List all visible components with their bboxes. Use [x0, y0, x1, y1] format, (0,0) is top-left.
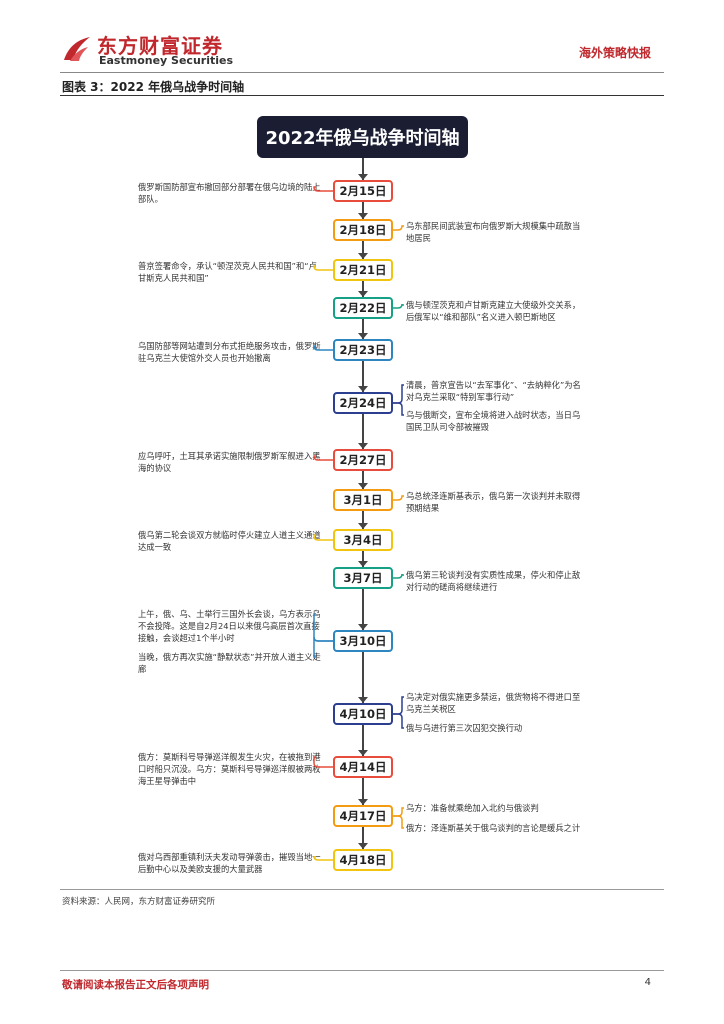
- figure-caption: 图表 3：2022 年俄乌战争时间轴: [62, 80, 245, 94]
- timeline-arrow-icon: [358, 213, 368, 219]
- timeline-event-note: 当晚，俄方再次实施“静默状态”并开放人道主义走廊: [138, 652, 321, 674]
- brand-name-en: Eastmoney Securities: [99, 54, 234, 67]
- timeline-event-note: 应乌呼吁，土耳其承诺实施限制俄罗斯军舰进入黑海的协议: [138, 451, 321, 473]
- timeline-arrow-icon: [358, 333, 368, 339]
- timeline-event-note: 乌总统泽连斯基表示，俄乌第一次谈判并未取得预期结果: [406, 491, 581, 513]
- timeline-event-note: 俄方：泽连斯基关于俄乌谈判的言论是缓兵之计: [406, 823, 581, 833]
- timeline-event-note: 乌与俄断交，宣布全境将进入战时状态，当日乌国民卫队司令部被摧毁: [406, 410, 581, 432]
- timeline-date: 2月23日: [333, 339, 393, 361]
- timeline-event-note: 上午，俄、乌、土举行三国外长会谈，乌方表示乌不会投降。这是自2月24日以来俄乌高…: [138, 609, 321, 643]
- data-source: 资料来源：人民网，东方财富证券研究所: [62, 897, 216, 907]
- timeline-spine: [358, 158, 368, 866]
- timeline-event-note: 乌东部民间武装宣布向俄罗斯大规模集中疏散当地居民: [406, 221, 581, 243]
- timeline-event-note: 乌决定对俄实施更多禁运，俄货物将不得进口至乌克兰关税区: [406, 692, 581, 714]
- header-divider: [60, 72, 664, 73]
- footer-divider: [60, 970, 664, 971]
- timeline-date: 2月27日: [333, 449, 393, 471]
- timeline-date: 4月17日: [333, 805, 393, 827]
- timeline-date: 2月21日: [333, 259, 393, 281]
- timeline-date: 3月1日: [333, 489, 393, 511]
- timeline-event-note: 俄与乌进行第三次囚犯交换行动: [406, 723, 523, 733]
- timeline-arrow-icon: [358, 291, 368, 297]
- brand-name-cn: 东方财富证券: [97, 34, 223, 58]
- timeline-date: 4月18日: [333, 849, 393, 871]
- timeline-arrow-icon: [358, 624, 368, 630]
- timeline-event-note: 乌方：准备就乘绝加入北约与俄谈判: [406, 803, 539, 813]
- timeline-arrow-icon: [358, 561, 368, 567]
- timeline-date: 4月10日: [333, 703, 393, 725]
- timeline-date: 2月18日: [333, 219, 393, 241]
- timeline-event-note: 俄与顿涅茨克和卢甘斯克建立大使级外交关系，后俄军以“维和部队”名义进入顿巴斯地区: [406, 300, 581, 322]
- timeline-date: 4月14日: [333, 756, 393, 778]
- timeline-event-note: 俄乌第三轮谈判没有实质性成果，停火和停止敌对行动的磋商将继续进行: [406, 570, 581, 592]
- source-divider: [60, 889, 664, 890]
- timeline-arrow-icon: [358, 483, 368, 489]
- timeline-date: 3月7日: [333, 567, 393, 589]
- page-number: 4: [644, 977, 651, 988]
- caption-divider: [60, 95, 664, 96]
- timeline-event-note: 普京签署命令，承认“顿涅茨克人民共和国”和“卢甘斯克人民共和国”: [138, 261, 317, 283]
- timeline-arrow-icon: [358, 750, 368, 756]
- timeline-date: 2月24日: [333, 392, 393, 414]
- timeline-event-note: 俄对乌西部重镇利沃夫发动导弹袭击，摧毁当地一后勤中心以及美欧支援的大量武器: [138, 852, 321, 874]
- timeline-arrow-icon: [358, 386, 368, 392]
- timeline-event-note: 清晨，普京宣告以“去军事化”、“去纳粹化”为名对乌克兰采取“特别军事行动”: [406, 380, 581, 402]
- timeline-arrow-icon: [358, 253, 368, 259]
- timeline-arrow-icon: [358, 843, 368, 849]
- timeline-date: 2月15日: [333, 180, 393, 202]
- timeline-event-note: 俄乌第二轮会谈双方就临时停火建立人道主义通道达成一致: [138, 530, 321, 552]
- timeline-date: 2月22日: [333, 297, 393, 319]
- timeline-arrow-icon: [358, 523, 368, 529]
- timeline-arrow-icon: [358, 443, 368, 449]
- timeline-date: 3月4日: [333, 529, 393, 551]
- timeline-arrow-icon: [358, 697, 368, 703]
- disclaimer: 敬请阅读本报告正文后各项声明: [62, 979, 209, 991]
- timeline-title: 2022年俄乌战争时间轴: [257, 116, 468, 158]
- timeline-arrow-icon: [358, 174, 368, 180]
- eastmoney-logo-icon: [64, 37, 90, 61]
- timeline-event-note: 乌国防部等网站遭到分布式拒绝服务攻击，俄罗斯驻乌克兰大使馆外交人员也开始撤离: [138, 341, 321, 363]
- timeline-event-note: 俄罗斯国防部宣布撤回部分部署在俄乌边境的陆上部队。: [138, 182, 321, 204]
- timeline-date: 3月10日: [333, 630, 393, 652]
- timeline-arrow-icon: [358, 799, 368, 805]
- report-type: 海外策略快报: [578, 46, 651, 60]
- timeline-event-note: 俄方：莫斯科号导弹巡洋舰发生火灾，在被拖到港口时船只沉没。乌方：莫斯科号导弹巡洋…: [138, 752, 321, 786]
